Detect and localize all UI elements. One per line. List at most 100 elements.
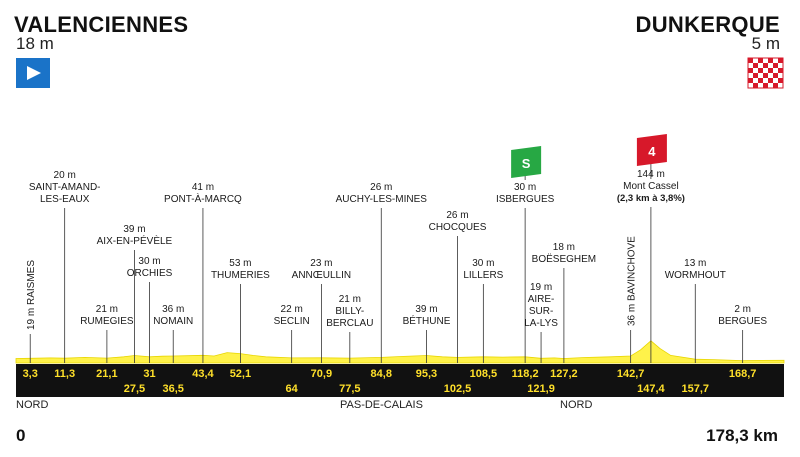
waypoint-name: NOMAIN: [153, 316, 193, 327]
region-label-nord-1: NORD: [16, 399, 49, 411]
waypoint-altitude: 21 m: [339, 294, 361, 305]
waypoint-name: LILLERS: [463, 270, 503, 281]
waypoint-name: ISBERGUES: [496, 194, 555, 205]
waypoint-altitude: 19 m: [530, 282, 552, 293]
waypoint-altitude: 39 m: [123, 224, 145, 235]
waypoint-altitude: 26 m: [446, 210, 468, 221]
start-flag-icon: [16, 58, 50, 88]
waypoint-label: 36 m BAVINCHOVE: [627, 236, 638, 326]
km-label: 121,9: [527, 383, 555, 395]
km-label: 27,5: [124, 383, 145, 395]
waypoint-label: 19 m RAISMES: [26, 260, 37, 330]
waypoint-name: BERGUES: [718, 316, 767, 327]
climb-category-icon: 4: [636, 134, 667, 166]
region-label-nord-2: NORD: [560, 399, 593, 411]
km-label: 127,2: [550, 368, 578, 380]
waypoint-name: BERCLAU: [326, 318, 373, 329]
sprint-marker-icon: S: [511, 146, 542, 178]
waypoint-altitude: 20 m: [54, 170, 76, 181]
start-altitude: 18 m: [16, 34, 54, 53]
waypoint-name: Mont Cassel: [623, 181, 679, 192]
waypoint-bavinchove: 36 m BAVINCHOVE: [627, 236, 638, 326]
waypoint-name: PONT-À-MARCQ: [164, 192, 242, 205]
waypoint-raismes: 19 m RAISMES: [26, 260, 37, 330]
km-label: 102,5: [444, 383, 472, 395]
finish-altitude: 5 m: [751, 34, 780, 53]
waypoint-altitude: 30 m: [138, 256, 160, 267]
climb-details: (2,3 km à 3,8%): [617, 193, 685, 204]
km-label: 77,5: [339, 383, 360, 395]
waypoint-name: LA-LYS: [524, 318, 558, 329]
waypoint-name: BILLY-: [335, 306, 364, 317]
waypoint-name: BOËSEGHEM: [532, 253, 596, 265]
waypoint-altitude: 26 m: [370, 182, 392, 193]
waypoint-altitude: 21 m: [96, 304, 118, 315]
waypoint-altitude: 41 m: [192, 182, 214, 193]
waypoint-altitude: 53 m: [229, 258, 251, 269]
waypoint-altitude: 36 m: [162, 304, 184, 315]
km-label: 168,7: [729, 368, 757, 380]
km-label: 31: [143, 368, 155, 380]
elevation-profile-area: [15, 340, 785, 364]
distance-start: 0: [16, 426, 26, 445]
waypoint-name: AIX-EN-PÉVÈLE: [97, 234, 173, 247]
km-label: 108,5: [470, 368, 498, 380]
waypoint-name: ANNŒULLIN: [292, 270, 351, 281]
waypoint-altitude: 23 m: [310, 258, 332, 269]
marker-label: S: [522, 156, 531, 171]
km-band: [16, 364, 784, 397]
km-label: 21,1: [96, 368, 117, 380]
km-label: 11,3: [54, 368, 75, 380]
region-label-pas-de-calais: PAS-DE-CALAIS: [340, 399, 423, 411]
km-label: 52,1: [230, 368, 251, 380]
km-label: 64: [286, 383, 299, 395]
waypoint-name: AIRE-: [528, 294, 555, 305]
waypoint-altitude: 13 m: [684, 258, 706, 269]
waypoint-altitude: 18 m: [553, 242, 575, 253]
km-label: 95,3: [416, 368, 437, 380]
km-label: 142,7: [617, 368, 645, 380]
km-label: 3,3: [23, 368, 38, 380]
marker-label: 4: [648, 144, 656, 159]
checkered-finish-flag-icon: [747, 57, 784, 89]
waypoint-name: CHOCQUES: [429, 222, 487, 233]
distance-end: 178,3 km: [706, 426, 778, 445]
waypoint-name: SAINT-AMAND-: [29, 182, 101, 193]
finish-town: DUNKERQUE: [635, 12, 780, 37]
waypoint-name: RUMEGIES: [80, 316, 134, 327]
km-label: 70,9: [311, 368, 332, 380]
km-label: 43,4: [192, 368, 214, 380]
km-label: 118,2: [512, 368, 539, 380]
km-label: 84,8: [371, 368, 392, 380]
km-label: 157,7: [682, 383, 710, 395]
waypoint-altitude: 2 m: [734, 304, 751, 315]
waypoint-name: ORCHIES: [127, 268, 173, 279]
start-town: VALENCIENNES: [14, 12, 189, 37]
waypoint-name: LES-EAUX: [40, 194, 90, 205]
waypoint-name: SECLIN: [274, 316, 310, 327]
waypoint-name: WORMHOUT: [665, 270, 726, 281]
waypoint-altitude: 30 m: [472, 258, 494, 269]
waypoint-altitude: 30 m: [514, 182, 536, 193]
waypoint-altitude: 22 m: [281, 304, 303, 315]
